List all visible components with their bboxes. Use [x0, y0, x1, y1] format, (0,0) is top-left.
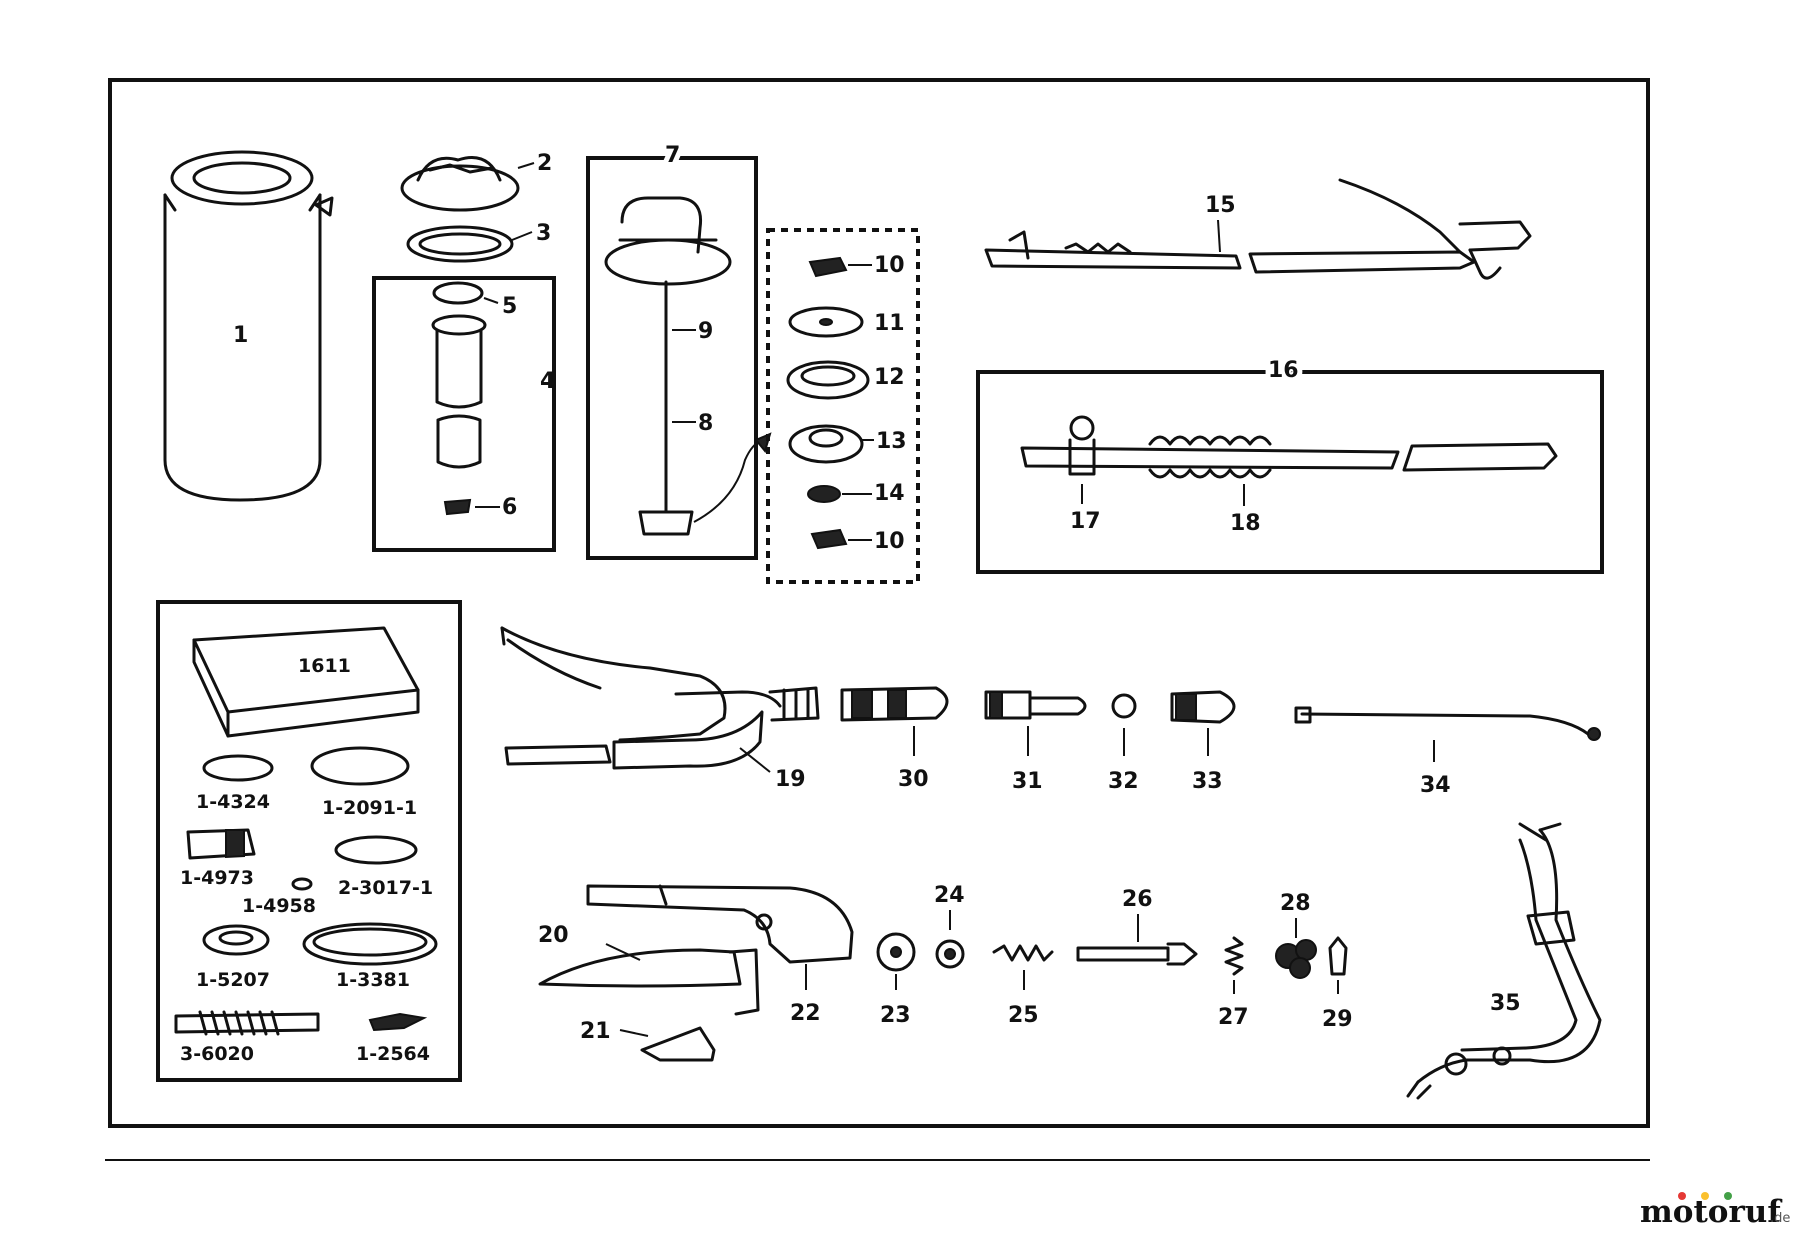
valve-pin-part [1076, 942, 1198, 966]
washer-part [935, 939, 965, 969]
kit-item-1-4324-part [202, 754, 274, 782]
small-spring-part [1224, 936, 1244, 976]
label-20: 20 [538, 923, 569, 948]
kit-item-1-2564-part [368, 1012, 428, 1032]
label-24: 24 [934, 883, 965, 908]
label-11: 11 [874, 311, 905, 336]
watermark-brand: motoruf [1640, 1194, 1782, 1230]
label-23: 23 [880, 1003, 911, 1028]
label-31: 31 [1012, 769, 1043, 794]
pump-cylinder-group-box [372, 276, 556, 552]
kit-item-1-3381-part [302, 922, 438, 966]
kit-label-1-2091-1: 1-2091-1 [322, 797, 417, 819]
label-17: 17 [1070, 509, 1101, 534]
label-8: 8 [698, 411, 713, 436]
label-19: 19 [775, 767, 806, 792]
kit-case-part [192, 626, 420, 738]
repair-kit-box [156, 600, 462, 1082]
extension-lance-part [1020, 415, 1558, 479]
tank-part [163, 150, 334, 502]
kit-label-3-6020: 3-6020 [180, 1043, 254, 1065]
gasket-part [406, 225, 514, 263]
pump-plunger-group-box [586, 156, 758, 560]
carrying-strap-part [1406, 822, 1602, 1100]
label-26: 26 [1122, 887, 1153, 912]
watermark-logo: motoruf .de [1640, 1192, 1790, 1230]
kit-item-3-6020-part [174, 1010, 320, 1036]
label-22: 22 [790, 1001, 821, 1026]
pump-handle-part [604, 196, 732, 286]
valve-nut-part-bottom [810, 528, 848, 550]
spray-lance-assembly-part [984, 178, 1532, 280]
kit-item-1-4958-part [291, 877, 313, 891]
label-14: 14 [874, 481, 905, 506]
label-9: 9 [698, 319, 713, 344]
label-30: 30 [898, 767, 929, 792]
kit-label-1-2564: 1-2564 [356, 1043, 430, 1065]
valve-seal-part [432, 281, 484, 305]
kit-label-2-3017-1: 2-3017-1 [338, 877, 433, 899]
label-10b: 10 [874, 529, 905, 554]
kit-item-1-5207-part [202, 924, 270, 956]
pump-cap-part [400, 156, 520, 212]
valve-cup-part [786, 360, 870, 400]
valve-ball-part [807, 485, 841, 503]
label-25: 25 [1008, 1003, 1039, 1028]
label-35: 35 [1490, 991, 1521, 1016]
kit-item-2-3017-1-part [334, 835, 418, 865]
label-10a: 10 [874, 253, 905, 278]
kit-label-1-4958: 1-4958 [242, 895, 316, 917]
label-4: 4 [540, 369, 555, 394]
spacer-part [876, 932, 916, 972]
kit-label-1-4324: 1-4324 [196, 791, 270, 813]
plunger-cup-part [638, 502, 694, 536]
label-7: 7 [665, 143, 680, 168]
label-21: 21 [580, 1019, 611, 1044]
label-5: 5 [502, 294, 517, 319]
kit-label-1-5207: 1-5207 [196, 969, 270, 991]
trigger-lever-part [538, 948, 760, 1016]
label-28: 28 [1280, 891, 1311, 916]
label-2: 2 [537, 151, 552, 176]
kit-case-label: 1611 [298, 655, 351, 677]
kit-label-1-3381: 1-3381 [336, 969, 410, 991]
label-1: 1 [233, 323, 248, 348]
curved-spray-tube-part [1294, 706, 1601, 741]
diagram-frame [108, 78, 1650, 1128]
extension-lance-group-box [976, 370, 1604, 574]
needle-part [1328, 936, 1348, 976]
handle-grip-part [586, 884, 854, 964]
seal-cluster-part [1275, 939, 1317, 979]
label-3: 3 [536, 221, 551, 246]
nozzle-washer-part [1111, 693, 1137, 719]
valve-washer-part [788, 306, 864, 338]
valve-kit-group-box [766, 228, 920, 584]
label-13: 13 [876, 429, 907, 454]
label-12: 12 [874, 365, 905, 390]
watermark-tld: .de [1770, 1211, 1790, 1226]
kit-label-1-4973: 1-4973 [180, 867, 254, 889]
trigger-valve-handle-part [500, 626, 820, 770]
nozzle-body-part [840, 686, 949, 722]
label-6: 6 [502, 495, 517, 520]
label-16: 16 [1268, 358, 1299, 383]
pump-cylinder-part [431, 314, 487, 469]
label-29: 29 [1322, 1007, 1353, 1032]
lever-clip-part [640, 1026, 716, 1062]
kit-item-1-2091-1-part [310, 746, 410, 786]
nozzle-cap-part [1170, 690, 1236, 724]
spring-part [992, 944, 1054, 962]
label-15: 15 [1205, 193, 1236, 218]
check-valve-part [443, 498, 472, 516]
label-32: 32 [1108, 769, 1139, 794]
label-27: 27 [1218, 1005, 1249, 1030]
nozzle-insert-part [984, 690, 1087, 720]
label-33: 33 [1192, 769, 1223, 794]
valve-ring-part [788, 424, 864, 464]
label-34: 34 [1420, 773, 1451, 798]
label-18: 18 [1230, 511, 1261, 536]
valve-nut-part-top [808, 256, 848, 278]
